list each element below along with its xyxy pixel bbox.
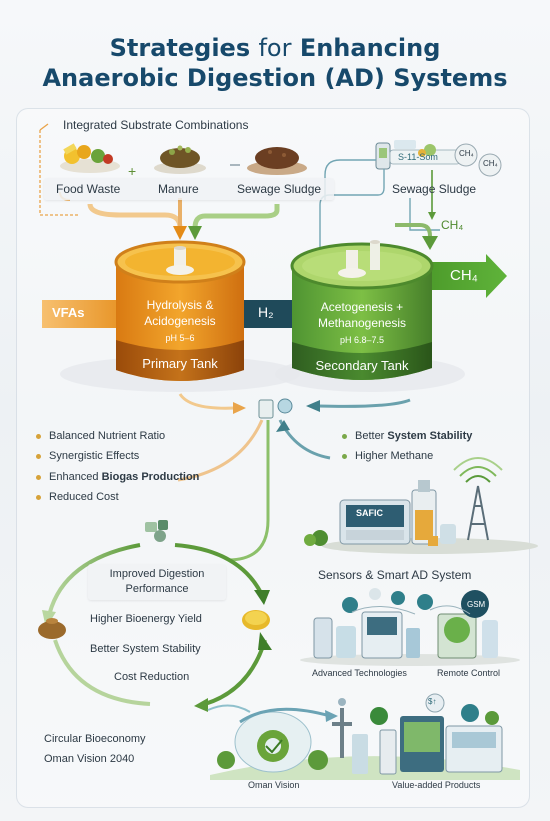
- benefit-text: Synergistic Effects: [49, 450, 140, 462]
- ch4-bubble-1: CH₄: [459, 149, 474, 158]
- bullet-icon: [36, 453, 41, 459]
- sewage-sludge-image: [247, 147, 307, 175]
- coin-icon: [242, 610, 270, 630]
- primary-tank: [60, 240, 300, 392]
- benefit-system-stability: Better System Stability: [342, 430, 472, 442]
- right-sewage-sludge-label: Sewage Sludge: [392, 182, 477, 196]
- ch4-arrow-label: CH₄: [441, 218, 464, 232]
- improved-digestion-line2: Performance: [125, 583, 189, 595]
- title-word-strategies: Strategies: [109, 34, 251, 62]
- improved-digestion-box: [88, 564, 226, 600]
- substrate-food-waste: Food Waste: [56, 182, 121, 196]
- oman-vision-2040-label: Oman Vision 2040: [44, 753, 135, 765]
- substrate-sewage-sludge: Sewage Sludge: [237, 182, 322, 196]
- title-word-for: for: [258, 34, 292, 62]
- central-hub-icon: [258, 398, 293, 419]
- primary-ph: pH 5–6: [165, 333, 195, 343]
- h2-arrow: [238, 293, 308, 335]
- sewage-device-image: [375, 140, 502, 177]
- manure-image: [154, 145, 206, 174]
- dollar-badge: $↑: [428, 697, 437, 706]
- bullet-icon: [342, 433, 347, 439]
- cycle-system-stability: Better System Stability: [90, 643, 201, 655]
- circular-bioeconomy-label: Circular Bioeconomy: [44, 733, 146, 745]
- bullet-icon: [36, 433, 41, 439]
- cycle-top-icon: [145, 520, 168, 542]
- benefit-text-bold: System Stability: [387, 430, 473, 442]
- secondary-tank-label: Secondary Tank: [315, 358, 409, 373]
- benefit-text: Better: [355, 430, 385, 442]
- benefit-text: Balanced Nutrient Ratio: [49, 430, 166, 442]
- smart-screen-text: SAFIC: [356, 508, 383, 518]
- benefit-higher-methane: Higher Methane: [342, 450, 433, 462]
- benefit-text: Higher Methane: [355, 450, 434, 462]
- benefit-reduced-cost: Reduced Cost: [36, 491, 119, 503]
- cycle-higher-bioenergy: Higher Bioenergy Yield: [90, 613, 202, 625]
- advanced-tech-image: [300, 588, 520, 666]
- improved-digestion-line1: Improved Digestion: [109, 568, 205, 580]
- bioeconomy-image: [207, 693, 520, 780]
- secondary-ph: pH 6.8–7.5: [339, 335, 385, 345]
- oman-vision-label: Oman Vision: [248, 780, 300, 790]
- secondary-stage-line1: Acetogenesis +: [320, 300, 404, 314]
- bullet-icon: [36, 494, 41, 500]
- benefit-enhanced-biogas: Enhanced Biogas Production: [36, 471, 199, 483]
- secondary-stage-line2: Methanogenesis: [317, 316, 407, 330]
- substrate-heading: Integrated Substrate Combinations: [63, 118, 249, 132]
- ch4-out-label: CH₄: [450, 267, 478, 284]
- benefit-synergistic: Synergistic Effects: [36, 450, 139, 462]
- secondary-tank: [275, 240, 465, 392]
- benefit-text: Enhanced: [49, 471, 99, 483]
- plus-sign: +: [128, 163, 136, 179]
- smart-system-heading: Sensors & Smart AD System: [318, 568, 472, 582]
- smart-system-image: [304, 457, 538, 554]
- primary-stage-line1: Hydrolysis &: [146, 298, 214, 312]
- primary-tank-label: Primary Tank: [142, 356, 218, 371]
- primary-stage-line2: Acidogenesis: [144, 314, 216, 328]
- page-title-line1: Strategies for Enhancing: [0, 34, 550, 62]
- substrate-dashed-line: [39, 130, 80, 216]
- substrate-manure: Manure: [158, 182, 199, 196]
- h2-label: H₂: [258, 304, 274, 320]
- bag-icon: [38, 618, 66, 639]
- vfas-arrow: [42, 292, 138, 336]
- cycle-cost-reduction: Cost Reduction: [114, 671, 190, 683]
- ch4-bubble-2: CH₄: [483, 159, 498, 168]
- value-added-label: Value-added Products: [392, 780, 481, 790]
- bullet-icon: [342, 453, 347, 459]
- benefit-text: Reduced Cost: [49, 491, 119, 503]
- vfas-label: VFAs: [52, 305, 85, 320]
- bullet-icon: [36, 474, 41, 480]
- remote-control-label: Remote Control: [437, 668, 501, 678]
- benefit-balanced-nutrient: Balanced Nutrient Ratio: [36, 430, 165, 442]
- advanced-tech-label: Advanced Technologies: [312, 668, 407, 678]
- gsm-badge: GSM: [467, 600, 486, 609]
- benefit-text-bold: Biogas Production: [101, 471, 200, 483]
- ch4-out-arrow: [424, 254, 507, 298]
- substrate-label-bar: [44, 178, 334, 200]
- title-word-enhancing: Enhancing: [299, 34, 441, 62]
- cycle-arrows: [42, 543, 272, 712]
- food-waste-image: [60, 143, 120, 173]
- sewage-device-label: S-11-Som: [398, 152, 438, 162]
- page-title-line2: Anaerobic Digestion (AD) Systems: [42, 64, 508, 92]
